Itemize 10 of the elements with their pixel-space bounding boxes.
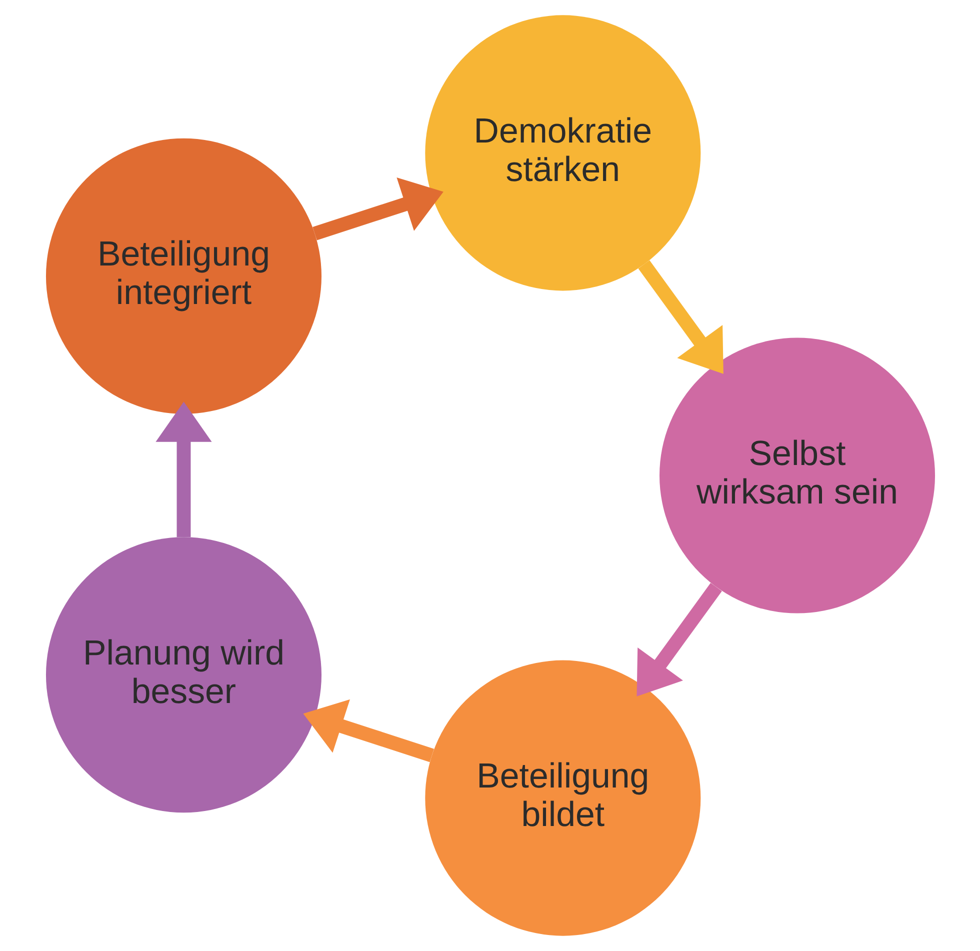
arrow: [638, 260, 723, 374]
node-circle: Beteiligung integriert: [45, 138, 321, 414]
node-circle: Planung wird besser: [45, 537, 321, 813]
node-circle: Selbst wirksam sein: [659, 338, 935, 614]
node-circle: Demokratie stärken: [424, 15, 700, 291]
arrow: [155, 402, 212, 538]
arrow: [636, 582, 722, 696]
arrow: [302, 699, 434, 762]
node-circle: Beteiligung bildet: [424, 660, 700, 936]
arrow: [312, 177, 443, 240]
